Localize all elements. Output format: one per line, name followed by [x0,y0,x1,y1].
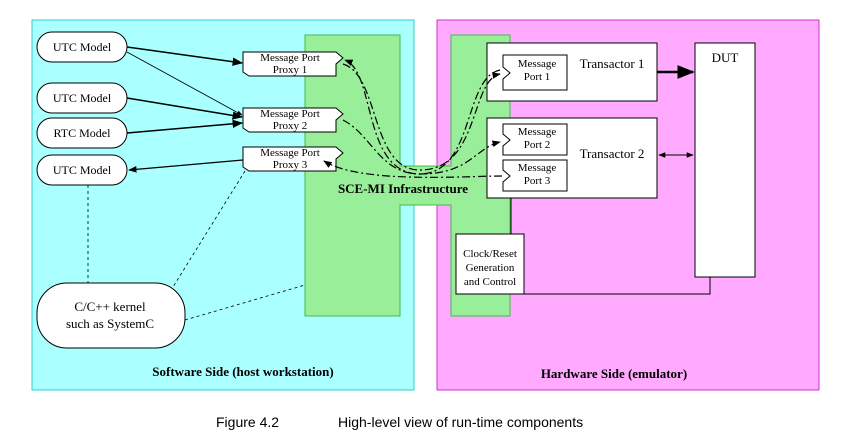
arrow-rtc-proxy2 [126,119,244,134]
model-label-3: RTC Model [54,126,112,140]
infrastructure-label: SCE-MI Infrastructure [338,181,468,196]
clock-reset-line-1: Clock/Reset [463,248,517,260]
model-label-1: UTC Model [53,40,112,54]
dut-label: DUT [712,50,739,65]
arrow-utc2-proxy2 [126,97,244,120]
proxy-1 [242,51,344,77]
port-2 [502,123,568,156]
kernel-line-1: C/C++ kernel [74,299,146,314]
utc-model-3 [36,154,128,186]
proxy-2-line-1: Message Port [260,108,320,120]
clock-reset-line-2: Generation [466,262,515,274]
model-label-2: UTC Model [53,91,112,105]
port-3 [502,159,568,192]
proxy-1-line-1: Message Port [260,52,320,64]
caption-number: Figure 4.2 [216,414,279,430]
software-side-label: Software Side (host workstation) [152,364,333,379]
hardware-connectors [510,65,711,295]
transactor-1-box [486,42,658,102]
proxy-1-line-2: Proxy 1 [273,64,308,76]
model-label-4: UTC Model [53,163,112,177]
port-boxes: Message Port 1 Message Port 2 Message Po… [502,54,568,192]
arrow-utc1-proxy1 [126,46,244,66]
kernel-connectors [87,170,306,321]
line-utc1-proxy2 [126,51,243,116]
channel-proxy2-port2 [342,119,501,175]
proxy-3-line-1: Message Port [260,147,320,159]
kernel-line-2: such as SystemC [66,316,154,331]
clock-reset-line-3: and Control [464,276,516,288]
port-1 [502,54,568,91]
port-3-line-2: Port 3 [524,175,551,187]
proxy-boxes: Message Port Proxy 1 Message Port Proxy … [242,51,344,172]
kernel-box [36,282,186,349]
port-3-line-1: Message [518,162,557,174]
proxy-3 [242,146,344,172]
transactor-1-label: Transactor 1 [580,56,645,71]
port-2-line-1: Message [518,126,557,138]
caption-text: High-level view of run-time components [338,414,583,430]
proxy-2-line-2: Proxy 2 [273,120,308,132]
proxy-2 [242,107,344,133]
model-proxy-connectors [126,46,244,173]
arrow-proxy3-utc3 [128,159,244,173]
dash-proxy3-kernel [172,170,246,288]
clock-reset-box [455,233,525,295]
hardware-side-label: Hardware Side (emulator) [541,366,687,381]
dut-box [694,42,756,278]
channel-port3-proxy3 [323,160,503,178]
proxy-3-line-2: Proxy 3 [273,159,308,171]
infrastructure-channels [323,59,503,178]
dash-kernel-infrastructure [184,284,306,321]
model-boxes: UTC Model UTC Model RTC Model UTC Model [36,31,128,186]
clock-dut-link [524,277,711,295]
port-2-line-2: Port 2 [524,139,551,151]
transactor-2-label: Transactor 2 [580,146,645,161]
channel-proxy1-port1 [342,63,501,171]
port-1-line-2: Port 1 [524,71,551,83]
port-1-line-1: Message [518,58,557,70]
